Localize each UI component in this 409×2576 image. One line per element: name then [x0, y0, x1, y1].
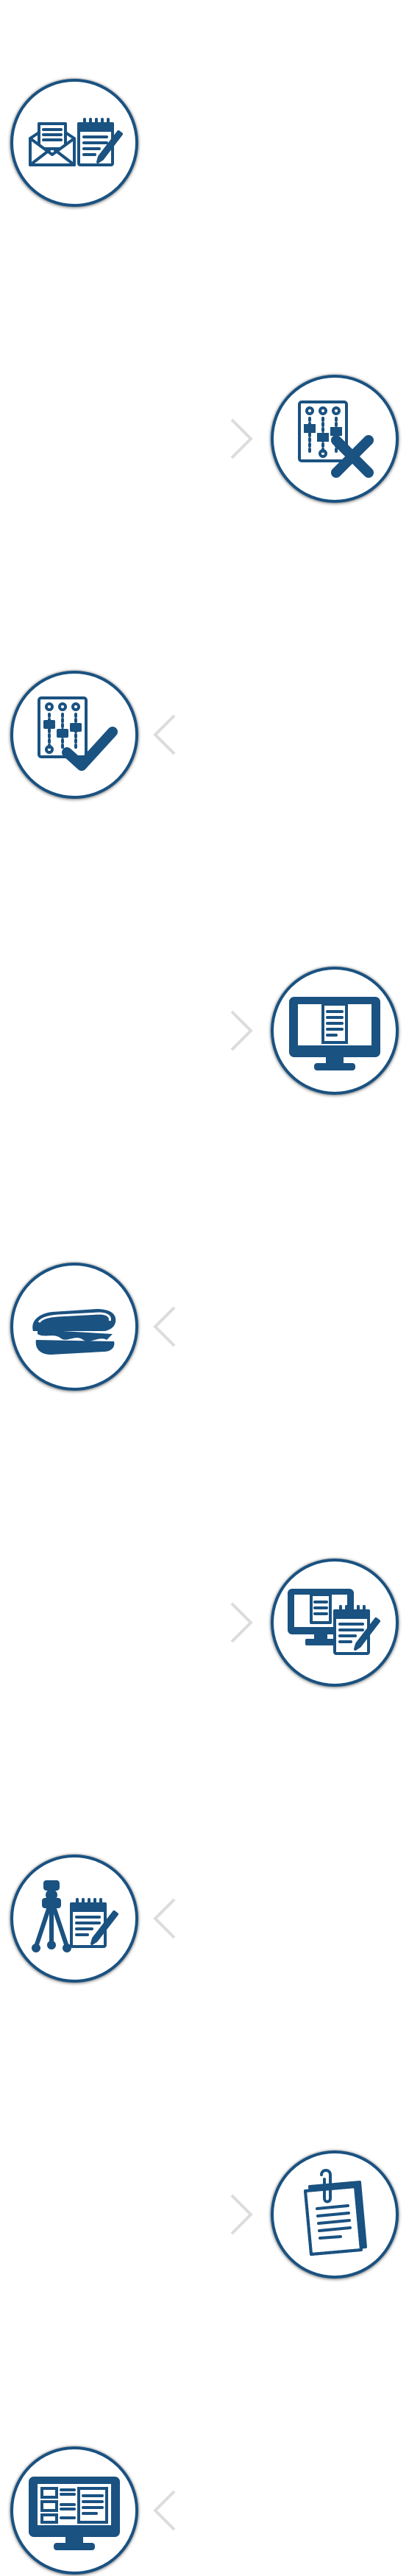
process-timeline: [9, 77, 400, 2575]
step-1-circle: [10, 79, 138, 207]
process-step-1: [9, 77, 140, 208]
process-step-9: [9, 2445, 140, 2576]
step-8-circle: [271, 2150, 399, 2279]
connector-arrow-4: [152, 1306, 177, 1347]
connector-arrow-7: [229, 2194, 254, 2235]
process-step-6: [269, 1557, 400, 1688]
step-7-circle: [10, 1855, 138, 1983]
step-2-circle: [271, 375, 399, 503]
process-step-8: [269, 2149, 400, 2280]
connector-arrow-8: [152, 2490, 177, 2531]
connector-arrow-3: [229, 1010, 254, 1051]
step-9-circle: [10, 2446, 138, 2575]
step-3-circle: [10, 671, 138, 799]
connector-arrow-6: [152, 1898, 177, 1939]
process-step-7: [9, 1853, 140, 1984]
connector-arrow-5: [229, 1602, 254, 1643]
step-6-circle: [271, 1559, 399, 1687]
step-5-circle: [10, 1263, 138, 1391]
connector-arrow-1: [229, 418, 254, 459]
process-step-2: [269, 373, 400, 504]
process-step-3: [9, 669, 140, 800]
connector-arrow-2: [152, 714, 177, 755]
step-4-circle: [271, 967, 399, 1095]
process-step-5: [9, 1261, 140, 1392]
process-step-4: [269, 965, 400, 1096]
